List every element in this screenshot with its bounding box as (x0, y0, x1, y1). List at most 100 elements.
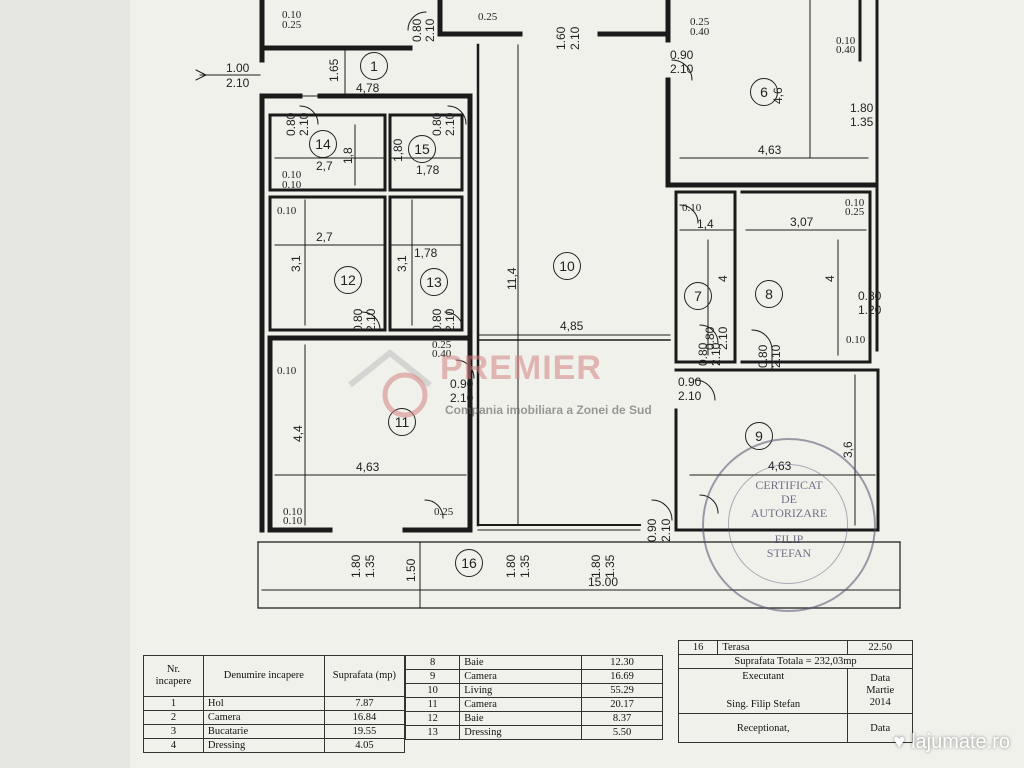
sill-label: 0.25 (434, 506, 454, 518)
sill-label: 0.40 (690, 26, 710, 38)
dim-label: 1,78 (416, 163, 440, 177)
stamp-line: DE (781, 492, 797, 506)
dim-label: 4,85 (560, 319, 584, 333)
sill-label: 0.10 (845, 197, 865, 209)
site-name: lajumate.ro (911, 731, 1010, 753)
dim-label: 1.35 (850, 115, 874, 129)
dim-label: 1,78 (414, 246, 438, 260)
dim-label: 1.35 (363, 554, 377, 578)
room-number-1: 1 (360, 52, 388, 80)
sill-label: 0.25 (282, 19, 302, 31)
dim-label: 1.60 (554, 26, 568, 50)
date-label: Data (870, 673, 891, 684)
stamp-inner-ring (728, 464, 848, 584)
dim-label: 0.80 (858, 289, 882, 303)
sill-label: 0.10 (282, 9, 302, 21)
dim-label: 0.80 (351, 308, 365, 332)
dim-label: 2.10 (423, 18, 437, 42)
table-row: Suprafata Totala = 232,03mp (678, 654, 913, 669)
dim-label: 4,78 (356, 81, 380, 95)
sill-label: 0.25 (432, 339, 452, 351)
dim-label: 1,4 (697, 217, 714, 231)
dim-label: 1.00 (226, 61, 250, 75)
dim-label: 2.10 (364, 308, 378, 332)
dim-label: 15.00 (588, 575, 619, 589)
dim-label: 4,63 (356, 460, 380, 474)
dim-label: 0.90 (678, 375, 702, 389)
sill-label: 0.10 (282, 179, 302, 191)
dim-label: 4,4 (291, 425, 305, 442)
dim-label: 4 (823, 275, 837, 282)
sill-label: 0.10 (836, 35, 856, 47)
header-area: Suprafata (mp) (323, 655, 406, 697)
dim-label: 2,7 (316, 230, 333, 244)
date-year: 2014 (869, 697, 891, 708)
dim-label: 0.80 (284, 112, 298, 136)
dim-label: 2.10 (443, 112, 457, 136)
room-number-12: 12 (334, 266, 362, 294)
executant-label: Executant (742, 671, 785, 682)
sill-label: 0.10 (277, 365, 297, 377)
authorization-stamp: CERTIFICAT DE AUTORIZARE FILIP STEFAN (702, 438, 876, 612)
dim-label: 4 (716, 275, 730, 282)
sill-label: 0.25 (690, 16, 710, 28)
room-number-7: 7 (684, 282, 712, 310)
dim-label: 3,07 (790, 215, 814, 229)
room-number-14: 14 (309, 130, 337, 158)
dim-label: 2.10 (226, 76, 250, 90)
dim-label: 3,1 (395, 255, 409, 272)
dim-label: 1.80 (349, 554, 363, 578)
dim-label: 1.65 (327, 58, 341, 82)
sill-label: 0.25 (845, 206, 865, 218)
rooms-table-right: 16 Terasa 22.50 Suprafata Totala = 232,0… (677, 640, 913, 743)
dim-label: 1.20 (858, 303, 882, 317)
sill-label: 0.10 (846, 334, 866, 346)
date-month: Martie (866, 685, 895, 696)
room-number-8: 8 (755, 280, 783, 308)
sill-label: 0.10 (283, 506, 303, 518)
dim-label: 0.90 (670, 48, 694, 62)
sill-label: 0.10 (282, 169, 302, 181)
dim-label: 0.90 (645, 518, 659, 542)
rooms-table-left: Nr. incapere Denumire incapere Suprafata… (143, 655, 406, 753)
stamp-line: FILIP (774, 532, 804, 546)
dim-label: 2.10 (769, 344, 783, 368)
dim-label: 0.80 (430, 112, 444, 136)
dim-label: 0.80 (410, 18, 424, 42)
room-number-6: 6 (750, 78, 778, 106)
dim-label: 2.10 (678, 389, 702, 403)
dim-label: 0.80 (703, 326, 717, 350)
table-row: 16 Terasa 22.50 (677, 640, 913, 655)
dim-label: 4,63 (758, 143, 782, 157)
table-row: Executant Sing. Filip Stefan Data Martie… (677, 668, 913, 714)
dim-label: 0.80 (430, 308, 444, 332)
room-number-11: 11 (388, 408, 416, 436)
dim-label: 1,8 (341, 147, 355, 164)
dim-label: 2,7 (316, 159, 333, 173)
dim-label: 1.35 (518, 554, 532, 578)
dim-label: 3,1 (289, 255, 303, 272)
room-number-16: 16 (455, 549, 483, 577)
dim-label: 4,6 (771, 87, 785, 104)
site-logo[interactable]: ♥ lajumate.ro (893, 731, 1010, 754)
dim-label: 2.10 (659, 518, 673, 542)
dim-label: 2.10 (450, 391, 474, 405)
sill-label: 0.25 (478, 11, 498, 23)
executant-name: Sing. Filip Stefan (726, 699, 801, 710)
dim-label: 2.10 (443, 308, 457, 332)
sill-label: 0.10 (277, 205, 297, 217)
dim-label: 2.10 (568, 26, 582, 50)
sill-label: 0.10 (283, 515, 303, 527)
dim-label: 0.80 (756, 344, 770, 368)
room-number-10: 10 (553, 252, 581, 280)
